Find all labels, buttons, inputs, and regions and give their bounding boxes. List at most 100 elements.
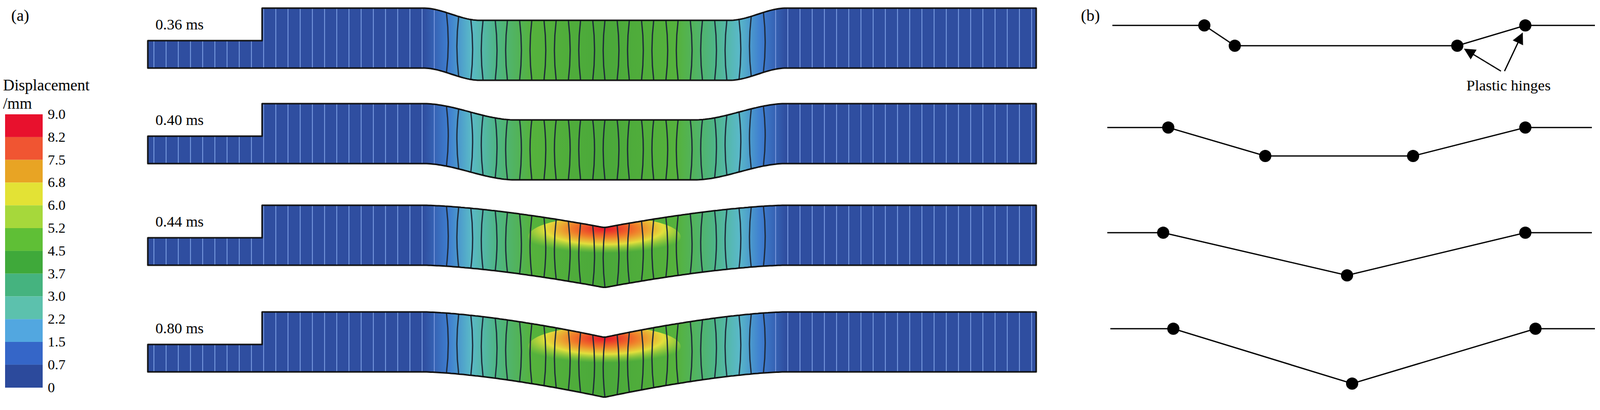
plastic-hinge xyxy=(1451,39,1464,52)
cell-wall xyxy=(811,205,813,266)
plastic-hinge xyxy=(1519,19,1532,32)
tick-value: 7.5 xyxy=(47,151,66,169)
cell-wall xyxy=(226,344,228,372)
cell-wall xyxy=(505,119,508,180)
cell-wall xyxy=(165,136,167,164)
cell-wall xyxy=(690,20,693,81)
cell-wall xyxy=(324,205,326,266)
plastic-hinge xyxy=(1406,149,1420,163)
cell-wall xyxy=(994,103,996,164)
cell-wall xyxy=(627,20,630,81)
beam xyxy=(147,309,1037,405)
plastic-hinge xyxy=(1346,377,1359,390)
cell-wall xyxy=(714,317,717,378)
cell-wall xyxy=(872,8,874,69)
cell-wall xyxy=(421,311,423,372)
cell-wall xyxy=(505,20,508,81)
cell-wall xyxy=(519,321,522,382)
cell-wall xyxy=(446,206,449,267)
cell-wall xyxy=(592,334,595,395)
cell-wall xyxy=(860,8,862,69)
cell-wall xyxy=(823,205,825,266)
cell-wall xyxy=(372,103,374,164)
cell-wall xyxy=(568,330,571,391)
cell-wall xyxy=(165,344,167,372)
cell-wall xyxy=(884,103,886,164)
cell-wall xyxy=(1006,103,1008,164)
cell-wall xyxy=(982,8,984,69)
cell-wall xyxy=(214,237,216,266)
cell-wall xyxy=(554,327,557,388)
cell-wall xyxy=(287,8,289,69)
cell-wall xyxy=(897,205,899,266)
cell-wall xyxy=(544,217,547,278)
color-band xyxy=(5,273,43,297)
panel-label: (a) xyxy=(11,6,30,25)
cell-wall xyxy=(189,40,191,69)
cell-wall xyxy=(933,8,935,69)
cell-wall xyxy=(336,311,338,372)
cell-wall xyxy=(554,219,557,280)
color-band xyxy=(5,250,43,274)
tick-value: 6.8 xyxy=(47,174,66,191)
displacement-contour xyxy=(423,309,786,405)
plastic-hinge xyxy=(1228,39,1241,52)
displacement-contour xyxy=(423,202,786,299)
cell-wall xyxy=(348,103,350,164)
cell-wall xyxy=(348,311,350,372)
cell-wall xyxy=(603,227,606,288)
cell-wall xyxy=(287,103,289,164)
color-band xyxy=(5,318,43,342)
hinge-mechanism-line xyxy=(1107,232,1592,276)
displacement-contour xyxy=(423,101,786,197)
cell-wall xyxy=(714,210,717,271)
cell-wall xyxy=(238,136,240,164)
cell-wall xyxy=(933,311,935,372)
cell-wall xyxy=(763,106,766,167)
cell-wall xyxy=(1031,205,1033,266)
cell-wall xyxy=(1031,311,1033,372)
cell-wall xyxy=(957,205,959,266)
cell-wall xyxy=(495,318,498,379)
cell-wall xyxy=(263,311,265,372)
panel-label: (b) xyxy=(1080,6,1100,25)
cell-wall xyxy=(617,334,620,395)
cell-wall xyxy=(994,8,996,69)
cell-wall xyxy=(1006,205,1008,266)
cell-wall xyxy=(385,311,387,372)
cell-wall xyxy=(641,20,644,81)
cell-wall xyxy=(311,311,313,372)
cell-wall xyxy=(299,103,301,164)
cell-wall xyxy=(592,20,595,81)
cell-wall xyxy=(700,119,703,180)
cell-wall xyxy=(945,103,947,164)
cell-wall xyxy=(433,312,435,373)
cell-wall xyxy=(409,311,411,372)
cell-wall xyxy=(603,20,606,81)
cell-wall xyxy=(763,206,766,267)
cell-wall xyxy=(970,205,972,266)
cell-wall xyxy=(665,217,668,278)
cell-wall xyxy=(579,223,582,284)
cell-wall xyxy=(641,119,644,180)
cell-wall xyxy=(421,205,423,266)
cell-wall xyxy=(495,117,498,178)
tick-value: 3.7 xyxy=(47,265,66,282)
cell-wall xyxy=(446,312,449,373)
cell-wall xyxy=(921,311,923,372)
tick-value: 4.5 xyxy=(47,242,66,260)
tick-value: 9.0 xyxy=(47,106,66,123)
cell-wall xyxy=(676,119,679,180)
cell-wall xyxy=(250,40,252,69)
cell-wall xyxy=(652,218,655,279)
cell-wall xyxy=(627,332,630,393)
cell-wall xyxy=(665,20,668,81)
cell-wall xyxy=(676,323,679,384)
cell-wall xyxy=(897,8,899,69)
cell-wall xyxy=(311,8,313,69)
cell-wall xyxy=(749,108,752,169)
cell-wall xyxy=(982,205,984,266)
cell-wall xyxy=(189,136,191,164)
cell-wall xyxy=(544,20,547,81)
cell-wall xyxy=(165,40,167,69)
